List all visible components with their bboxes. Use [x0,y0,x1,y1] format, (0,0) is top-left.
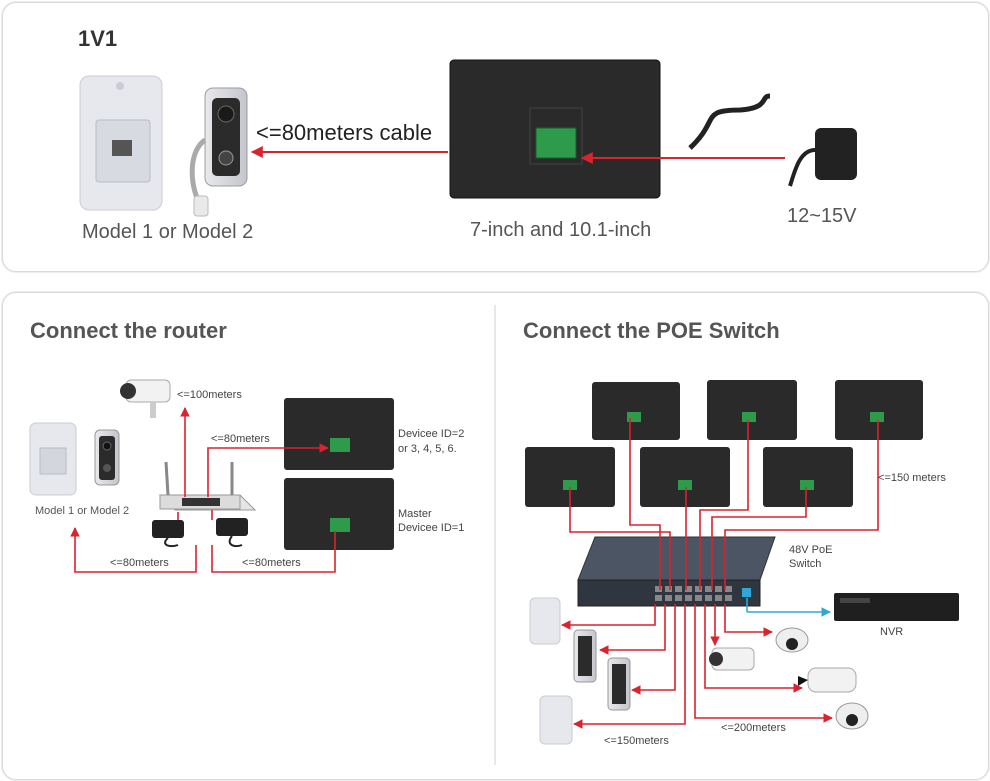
poe-outdoor-devices [529,597,631,745]
bullet-camera-icon [120,379,171,418]
poe-monitor-distance: <=150 meters [878,472,946,484]
poe-outdoor-distance: <=150meters [604,735,669,747]
poe-monitor-wires [569,418,879,590]
master-label: Master [398,508,432,520]
router-wires [70,407,336,573]
router-camera-distance: <=100meters [177,389,242,401]
section-title-router: Connect the router [30,318,227,343]
poe-switch-icon [577,536,776,607]
poe-monitors [525,380,923,507]
poe-cameras [709,627,869,730]
router-monitor-distance: <=80meters [211,433,270,445]
poe-injector-left-icon [152,520,184,548]
nvr-label: NVR [880,626,904,638]
router-backplate-icon [29,422,77,496]
router-doorbell-icon [94,429,120,486]
poe-camera-distance: <=200meters [721,722,786,734]
switch-label-1: 48V PoE [789,544,833,556]
poe-injector-right-icon [216,518,248,548]
router-left-distance: <=80meters [110,557,169,569]
section-title-poe: Connect the POE Switch [523,318,780,343]
nvr-icon [834,593,959,621]
indoor-monitor-icon [449,59,661,199]
power-label: 12~15V [787,205,857,227]
router-monitor-top-icon [284,398,394,470]
device-id-2: Devicee ID=2 [398,428,465,440]
outdoor-label: Model 1 or Model 2 [82,221,254,243]
section-title-1v1: 1V1 [78,26,118,51]
router-right-distance: <=80meters [242,557,301,569]
poe-device-wires [561,604,833,729]
doorbell-camera-icon [189,87,248,217]
outdoor-backplate-icon [79,75,163,211]
master-id: Devicee ID=1 [398,522,465,534]
router-icon [158,461,257,511]
power-adapter-icon [688,93,857,187]
device-id-others: or 3, 4, 5, 6. [398,443,457,455]
switch-label-2: Switch [789,558,822,570]
poe-monitor-boards [563,412,884,490]
cable-label: <=80meters cable [256,120,433,145]
router-outdoor-label: Model 1 or Model 2 [35,505,130,517]
monitor-label: 7-inch and 10.1-inch [470,219,652,241]
router-monitor-bottom-icon [284,478,394,550]
